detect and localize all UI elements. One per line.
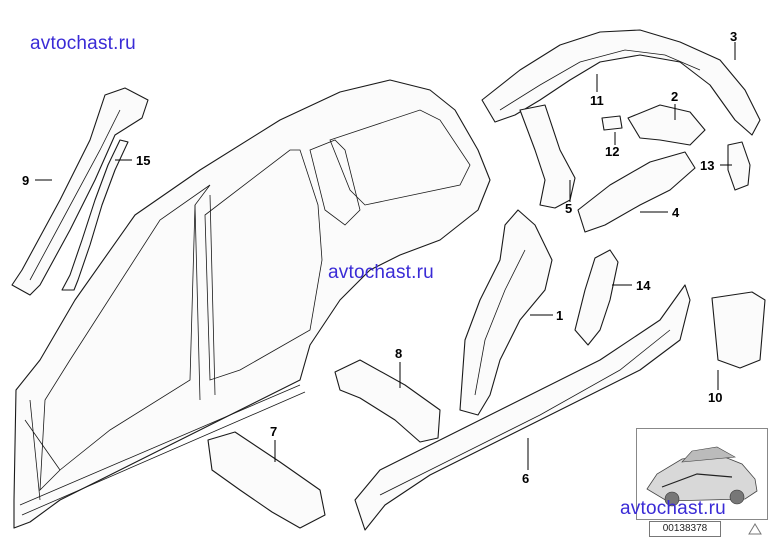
callout-7: 7 — [270, 424, 277, 439]
watermark-top-left: avtochast.ru — [30, 33, 136, 54]
part-2-bracket — [627, 104, 706, 146]
reference-id: 00138378 — [649, 521, 721, 537]
part-14-bracket — [574, 249, 619, 346]
watermark-center: avtochast.ru — [328, 262, 434, 283]
callout-15: 15 — [136, 153, 150, 168]
part-15-seal-strip — [61, 139, 129, 291]
leader-lines — [35, 42, 736, 470]
part-5-c-pillar — [519, 104, 576, 209]
part-7-cross-member — [207, 431, 326, 529]
part-12-plate — [601, 115, 623, 131]
callout-3: 3 — [730, 29, 737, 44]
callout-10: 10 — [708, 390, 722, 405]
part-6-sill — [354, 284, 691, 531]
watermark-bottom-right: avtochast.ru — [620, 498, 726, 519]
callout-14: 14 — [636, 278, 651, 293]
side-frame-outline — [13, 79, 491, 529]
callout-8: 8 — [395, 346, 402, 361]
part-13-cap — [727, 141, 751, 191]
callout-11: 11 — [590, 93, 604, 108]
callout-1: 1 — [556, 308, 563, 323]
callout-5: 5 — [565, 201, 572, 216]
part-4-rear-rail — [577, 151, 696, 233]
part-1-b-pillar — [459, 209, 553, 416]
car-thumbnail-icon — [646, 446, 758, 507]
callout-9: 9 — [22, 173, 29, 188]
part-10-panel — [711, 291, 766, 369]
part-9-pillar-strip — [11, 87, 149, 296]
thumbnail-car — [636, 428, 768, 520]
callout-2: 2 — [671, 89, 678, 104]
callout-12: 12 — [605, 144, 619, 159]
part-11-rear-frame — [481, 29, 761, 136]
callout-4: 4 — [672, 205, 680, 220]
callout-numbers: 9 15 11 3 2 12 13 4 5 1 14 10 8 7 6 — [22, 29, 737, 486]
callout-13: 13 — [700, 158, 714, 173]
triangle-icon — [748, 523, 762, 535]
part-8-cross-member — [334, 359, 441, 443]
callout-6: 6 — [522, 471, 529, 486]
